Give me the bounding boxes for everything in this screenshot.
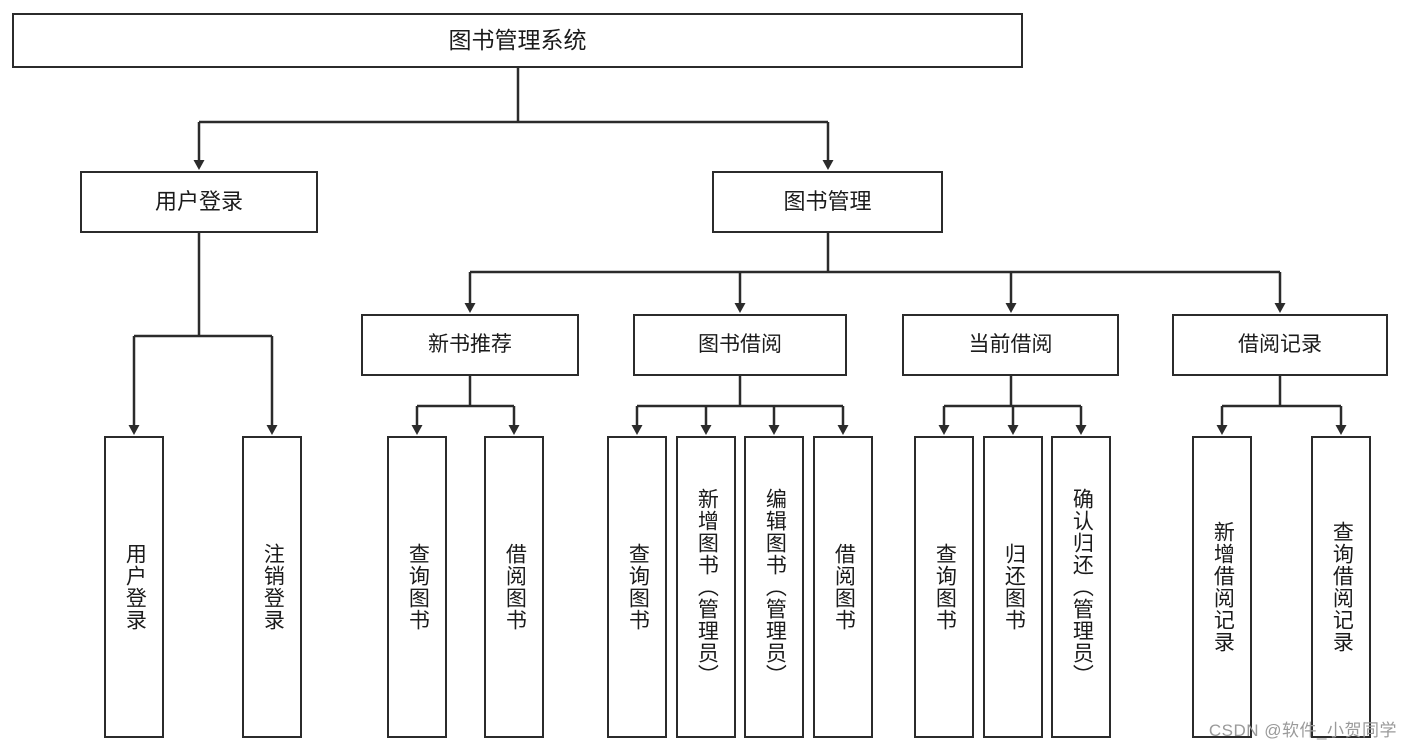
node-leaf-borrow-book-1[interactable]: 借阅图书 <box>484 436 544 738</box>
node-label: 当前借阅 <box>968 332 1053 356</box>
node-label: 新增借阅记录 <box>1211 521 1235 653</box>
node-label: 借阅记录 <box>1238 332 1322 356</box>
node-leaf-borrow-book-2[interactable]: 借阅图书 <box>813 436 873 738</box>
node-label: 查询图书 <box>626 543 650 631</box>
node-current-borrow[interactable]: 当前借阅 <box>902 314 1119 376</box>
node-label: 编辑图书（管理员） <box>763 488 787 686</box>
node-user-login[interactable]: 用户登录 <box>80 171 318 233</box>
node-leaf-user-login[interactable]: 用户登录 <box>104 436 164 738</box>
node-label: 图书管理 <box>783 189 872 215</box>
node-borrow-record[interactable]: 借阅记录 <box>1172 314 1388 376</box>
node-label: 归还图书 <box>1002 543 1026 631</box>
node-leaf-confirm-return[interactable]: 确认归还（管理员） <box>1051 436 1111 738</box>
node-book-borrow[interactable]: 图书借阅 <box>633 314 847 376</box>
node-book-manage[interactable]: 图书管理 <box>712 171 943 233</box>
node-label: 借阅图书 <box>503 543 527 631</box>
node-label: 用户登录 <box>154 189 243 215</box>
node-label: 查询图书 <box>406 543 430 631</box>
node-label: 注销登录 <box>261 543 285 631</box>
node-leaf-query-book-1[interactable]: 查询图书 <box>387 436 447 738</box>
node-leaf-add-book[interactable]: 新增图书（管理员） <box>676 436 736 738</box>
node-label: 新书推荐 <box>428 332 512 356</box>
node-leaf-query-record[interactable]: 查询借阅记录 <box>1311 436 1371 738</box>
node-leaf-return-book[interactable]: 归还图书 <box>983 436 1043 738</box>
node-leaf-edit-book[interactable]: 编辑图书（管理员） <box>744 436 804 738</box>
node-leaf-add-record[interactable]: 新增借阅记录 <box>1192 436 1252 738</box>
node-label: 用户登录 <box>123 543 147 631</box>
node-label: 新增图书（管理员） <box>695 488 719 686</box>
node-label: 借阅图书 <box>832 543 856 631</box>
node-new-book-rec[interactable]: 新书推荐 <box>361 314 579 376</box>
node-label: 确认归还（管理员） <box>1070 488 1094 686</box>
node-root[interactable]: 图书管理系统 <box>12 13 1023 68</box>
node-label: 查询图书 <box>933 543 957 631</box>
watermark: CSDN @软件_小贺同学 <box>1208 721 1397 740</box>
node-label: 图书借阅 <box>698 332 782 356</box>
node-label: 图书管理系统 <box>448 26 587 53</box>
node-label: 查询借阅记录 <box>1330 521 1354 653</box>
node-leaf-user-logout[interactable]: 注销登录 <box>242 436 302 738</box>
node-leaf-query-book-3[interactable]: 查询图书 <box>914 436 974 738</box>
node-leaf-query-book-2[interactable]: 查询图书 <box>607 436 667 738</box>
